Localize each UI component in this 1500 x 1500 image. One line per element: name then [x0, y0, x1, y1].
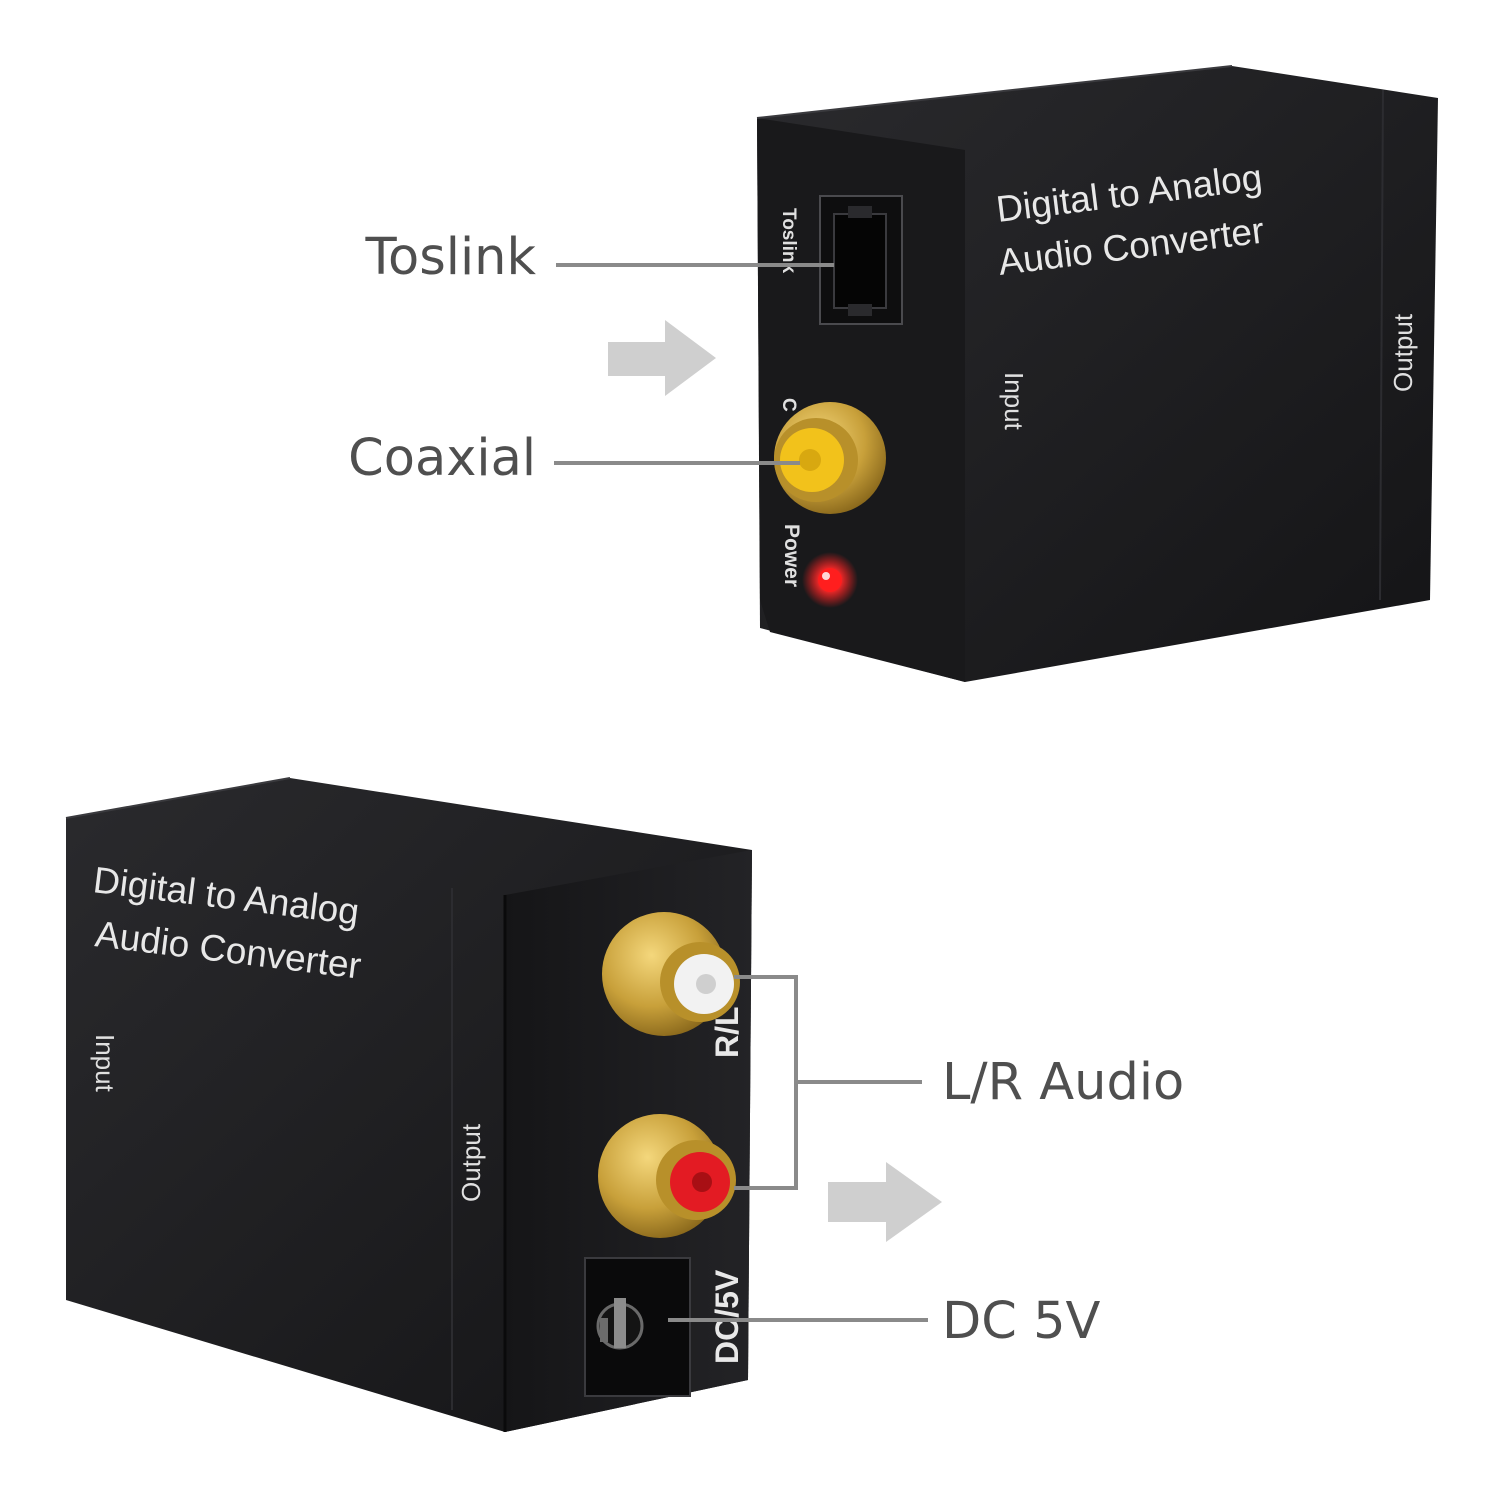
- top-device: Digital to Analog Audio Converter Input …: [756, 65, 1438, 682]
- toslink-callout-label: Toslink: [365, 228, 536, 287]
- power-led-icon: [802, 552, 858, 608]
- top-device-output-label: Output: [1388, 313, 1418, 392]
- lr-audio-callout-label: L/R Audio: [942, 1053, 1185, 1112]
- top-device-port-face: [757, 118, 965, 682]
- top-device-toslink-port-label: Toslink: [778, 208, 799, 274]
- top-device-input-label: Input: [999, 372, 1029, 431]
- lr-audio-callout-bracket: [734, 975, 922, 1190]
- bottom-device-dc-port-label: DC/5V: [709, 1269, 745, 1364]
- dc-5v-callout-label: DC 5V: [942, 1292, 1101, 1351]
- coaxial-callout-label: Coaxial: [348, 429, 536, 488]
- top-device-power-port-label: Power: [780, 524, 803, 587]
- coaxial-port-icon: [774, 402, 886, 514]
- bottom-device-rl-port-label: R/L: [709, 1006, 745, 1058]
- right-channel-rca-jack-icon: [598, 1114, 736, 1238]
- top-device-coaxial-port-label: C: [778, 398, 799, 412]
- bottom-device-input-label: Input: [90, 1034, 120, 1093]
- toslink-port-icon: [819, 195, 903, 325]
- signal-in-arrow-icon: [608, 320, 716, 396]
- bottom-device-output-label: Output: [456, 1123, 486, 1202]
- signal-out-arrow-icon: [828, 1162, 942, 1242]
- left-channel-rca-jack-icon: [602, 912, 740, 1036]
- dc-power-jack-icon: [584, 1257, 691, 1397]
- bottom-device: Digital to Analog Audio Converter Input …: [65, 777, 752, 1432]
